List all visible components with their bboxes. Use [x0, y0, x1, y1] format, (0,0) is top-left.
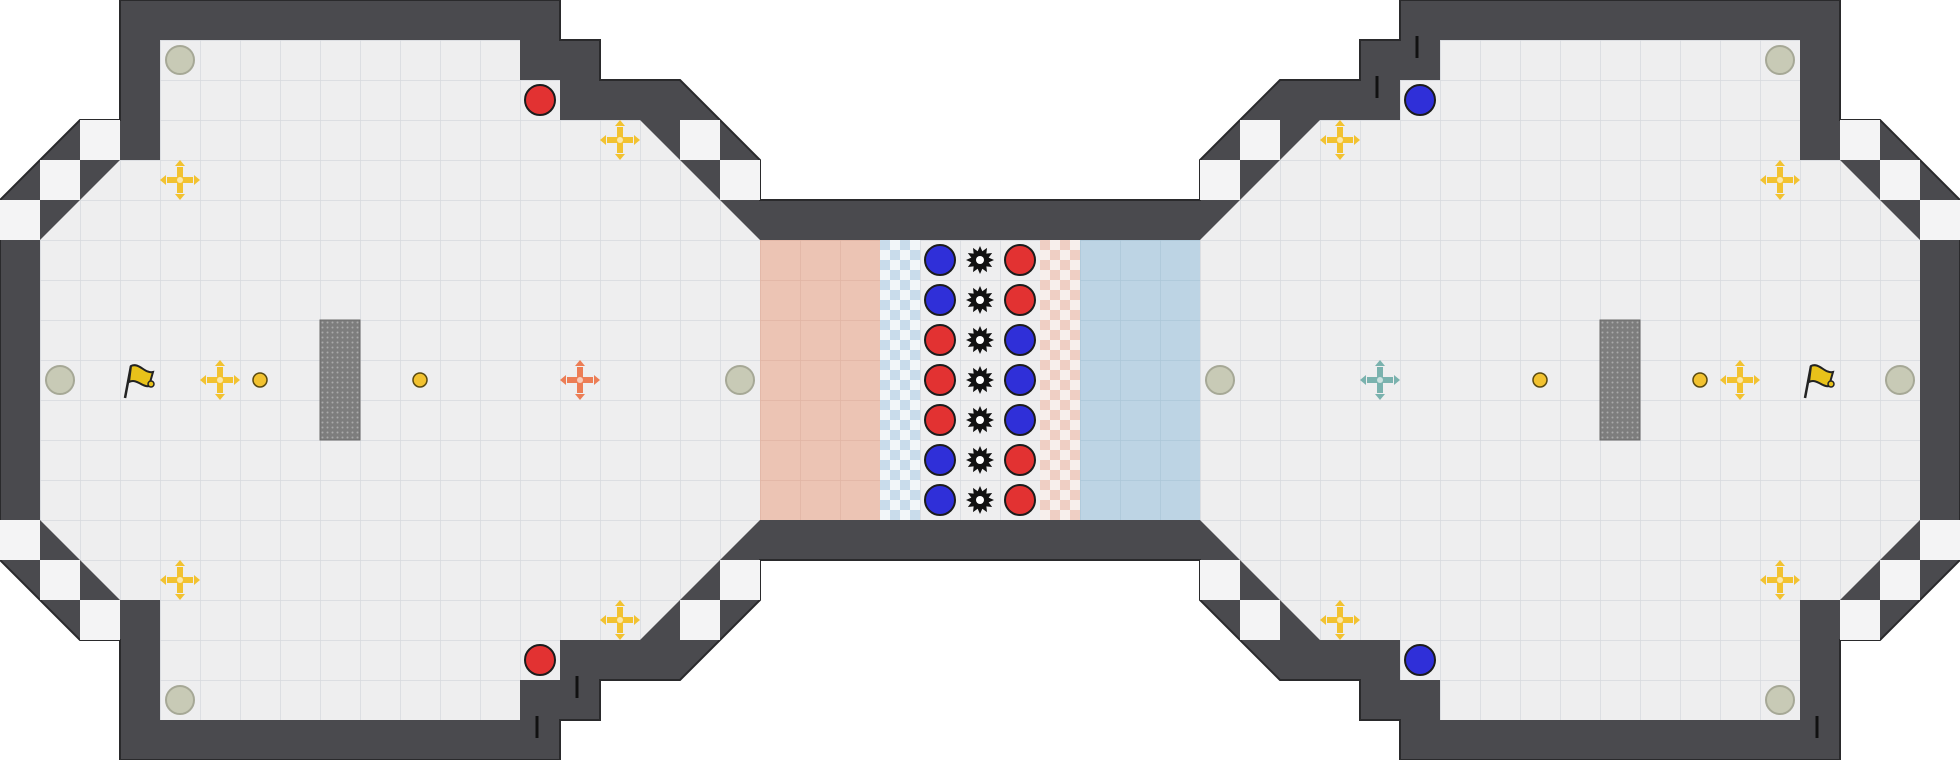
- spike-icon: [966, 326, 994, 354]
- blue-checker-strip: [880, 240, 920, 520]
- powerup-icon: [160, 160, 200, 200]
- powerup-icon: [600, 600, 640, 640]
- ball-blue: [1004, 324, 1036, 356]
- powerup-icon: [1760, 160, 1800, 200]
- bomb-icon: [1765, 45, 1795, 75]
- blue-endzone: [1080, 240, 1200, 520]
- bomb-icon: [165, 685, 195, 715]
- ball-blue: [924, 284, 956, 316]
- flags-layer: [123, 364, 1835, 399]
- powerup-icon: [1320, 600, 1360, 640]
- balls-layer: [524, 84, 1436, 676]
- spike-icon: [966, 366, 994, 394]
- ball-red: [1004, 444, 1036, 476]
- ball-red: [924, 324, 956, 356]
- ball-red: [1004, 284, 1036, 316]
- powerups-layer: [160, 120, 1800, 640]
- powerup-icon: [600, 120, 640, 160]
- spike-icon: [966, 486, 994, 514]
- powerup-icon: [1532, 372, 1548, 388]
- boosts-layer: [560, 360, 1400, 400]
- boost-icon: [560, 360, 600, 400]
- bombs-layer: [45, 45, 1915, 715]
- corner-steps: [0, 120, 1960, 640]
- powerup-icon: [1692, 372, 1708, 388]
- spike-icon: [966, 246, 994, 274]
- powerup-icon: [160, 560, 200, 600]
- wall-notches: [535, 36, 1819, 738]
- ball-red: [524, 644, 556, 676]
- ball-red: [1004, 244, 1036, 276]
- bomb-icon: [1885, 365, 1915, 395]
- gate-icon: [319, 319, 361, 441]
- gates: [319, 319, 1641, 441]
- ball-red: [1004, 484, 1036, 516]
- powerup-icon: [412, 372, 428, 388]
- spikes-layer: [966, 246, 994, 514]
- red-endzone: [760, 240, 880, 520]
- gate-icon: [1599, 319, 1641, 441]
- ball-blue: [924, 244, 956, 276]
- ball-blue: [924, 484, 956, 516]
- powerup-icon: [1720, 360, 1760, 400]
- bomb-icon: [1205, 365, 1235, 395]
- boost-icon: [1360, 360, 1400, 400]
- bomb-icon: [1765, 685, 1795, 715]
- ball-blue: [1404, 644, 1436, 676]
- ball-blue: [1004, 404, 1036, 436]
- bomb-icon: [165, 45, 195, 75]
- spike-icon: [966, 286, 994, 314]
- bomb-icon: [725, 365, 755, 395]
- spike-icon: [966, 406, 994, 434]
- ball-blue: [1404, 84, 1436, 116]
- red-checker-strip: [1040, 240, 1080, 520]
- ball-blue: [924, 444, 956, 476]
- powerup-icon: [200, 360, 240, 400]
- flag-icon: [123, 364, 155, 399]
- flag-icon: [1803, 364, 1835, 399]
- powerup-icon: [1320, 120, 1360, 160]
- powerup-icon: [252, 372, 268, 388]
- bomb-icon: [45, 365, 75, 395]
- middle-corridor: [760, 240, 1200, 520]
- ball-red: [924, 364, 956, 396]
- ball-blue: [1004, 364, 1036, 396]
- powerup-icon: [1760, 560, 1800, 600]
- ball-red: [924, 404, 956, 436]
- ball-red: [524, 84, 556, 116]
- spike-icon: [966, 446, 994, 474]
